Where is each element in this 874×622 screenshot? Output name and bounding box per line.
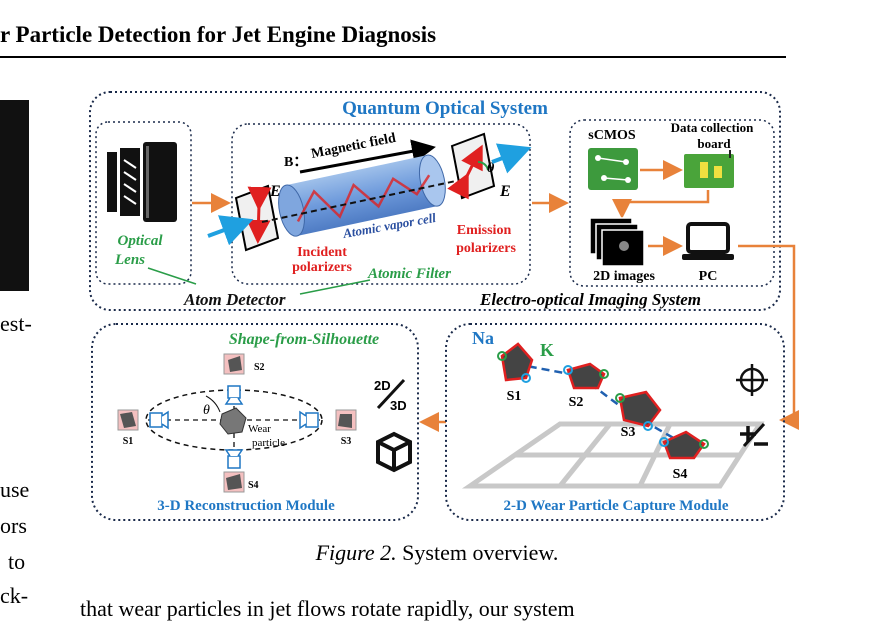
electro-optical-box	[569, 119, 775, 287]
particle-trajectory	[515, 362, 685, 446]
crosshair-icon	[736, 364, 768, 396]
left-text-fragment: ck-	[0, 583, 29, 608]
quantum-optical-system-box	[89, 91, 781, 311]
atom-detector-label: Atom Detector	[183, 290, 286, 309]
silhouette-s3	[335, 409, 357, 431]
left-text-fragment: est-	[0, 311, 32, 336]
silhouette-s4	[223, 471, 245, 493]
silhouette-s1	[117, 409, 139, 431]
rotation-angle-arc	[477, 160, 489, 171]
camera-icon	[224, 385, 244, 405]
particle-detection-s3	[615, 390, 662, 431]
flow-arrow	[612, 190, 710, 219]
data-board-label: Data collection	[671, 120, 754, 135]
theta-label: θ	[487, 161, 495, 176]
magnetic-b-label: B：	[284, 155, 307, 170]
atomic-filter-pointer	[299, 279, 371, 295]
reconstruction-module-label: 3-D Reconstruction Module	[157, 498, 335, 514]
polarizer-axis	[246, 186, 272, 244]
s1-capture-label: S1	[507, 389, 522, 404]
na-label: Na	[472, 328, 494, 348]
data-board-label: board	[697, 136, 731, 151]
polarizer-axis	[447, 144, 483, 200]
figure-caption-label: Figure 2.	[315, 540, 397, 565]
scmos-label: sCMOS	[588, 128, 636, 143]
reconstruction-module-box	[91, 323, 419, 521]
optical-lens-icon	[107, 142, 177, 222]
images-2d-label: 2D images	[593, 269, 655, 284]
image-stack-icon	[589, 217, 645, 267]
emission-polarizers-label: Emission	[457, 223, 512, 238]
atom-detector-box	[231, 123, 531, 285]
s4-label: S4	[248, 480, 259, 491]
s3-capture-label: S3	[621, 425, 636, 440]
s3-label: S3	[341, 436, 352, 447]
camera-icon	[149, 410, 169, 430]
capture-module-label: 2-D Wear Particle Capture Module	[504, 498, 729, 514]
atomic-filter-label: Atomic Filter	[367, 266, 451, 282]
s1-label: S1	[123, 436, 134, 447]
optical-lens-label: Lens	[114, 252, 145, 268]
optical-lens-box	[95, 121, 192, 285]
body-text-line: that wear particles in jet flows rotate …	[80, 596, 575, 621]
figure-caption-text: System overview.	[396, 540, 559, 565]
left-column-figure-fragment	[0, 100, 29, 291]
silhouette-s2	[223, 353, 245, 375]
flow-arrow	[738, 244, 799, 430]
system-overview-diagram: Quantum Optical System Optical Lens Atom…	[89, 91, 799, 521]
quantum-optical-system-title: Quantum Optical System	[342, 98, 548, 119]
2d-to-3d-icon: 2D 3D	[374, 378, 407, 413]
orbit-theta-label: θ	[203, 403, 210, 418]
orbit-angle-arc	[205, 395, 221, 413]
atom-detector-pointer	[147, 267, 197, 285]
camera-icon	[299, 410, 319, 430]
floor-grid	[461, 421, 765, 489]
wear-particle-label: Wear	[248, 423, 271, 435]
optical-lens-label: Optical	[118, 233, 164, 249]
particle-detection-s1	[497, 342, 534, 383]
header-rule	[0, 56, 786, 58]
page-header-title: r Particle Detection for Jet Engine Diag…	[0, 22, 437, 47]
incident-light-arrow	[207, 215, 254, 246]
data-collection-board-icon	[684, 150, 734, 188]
s4-capture-label: S4	[673, 467, 688, 482]
figure-caption: Figure 2. System overview.	[0, 540, 874, 566]
left-text-fragment: ors	[0, 513, 27, 538]
camera-orbit	[145, 389, 323, 451]
emission-polarizers-label: polarizers	[456, 241, 516, 256]
wear-particle-label: particle	[252, 437, 285, 449]
left-text-fragment: use	[0, 477, 30, 502]
sfs-title: Shape-from-Silhouette	[229, 331, 379, 348]
wear-particle-3d	[219, 407, 247, 435]
scmos-sensor-icon	[588, 148, 638, 190]
atomic-vapor-cell	[278, 154, 446, 237]
s2-label: S2	[254, 362, 265, 373]
cube-icon	[376, 431, 412, 473]
electro-optical-label: Electro-optical Imaging System	[479, 290, 701, 309]
capture-module-box	[445, 323, 785, 521]
particle-detection-s2	[563, 362, 609, 390]
emission-light-arrow	[491, 143, 532, 174]
incident-polarizers-label: polarizers	[292, 260, 352, 275]
magnetic-field-arrow	[299, 139, 436, 174]
plus-minus-icon	[740, 422, 768, 448]
particle-detection-s4	[659, 430, 709, 460]
e-field-label-right: E	[499, 183, 511, 200]
left-text-fragment: to	[8, 549, 26, 574]
k-label: K	[540, 340, 554, 360]
camera-icon	[224, 449, 244, 469]
pc-laptop-icon	[682, 222, 734, 260]
svg-text:2D: 2D	[374, 378, 391, 393]
svg-text:3D: 3D	[390, 398, 407, 413]
incident-polarizers-label: Incident	[297, 245, 347, 260]
s2-capture-label: S2	[569, 395, 584, 410]
optical-path	[261, 177, 471, 223]
pc-label: PC	[699, 269, 718, 284]
e-field-label-left: E	[269, 183, 281, 200]
